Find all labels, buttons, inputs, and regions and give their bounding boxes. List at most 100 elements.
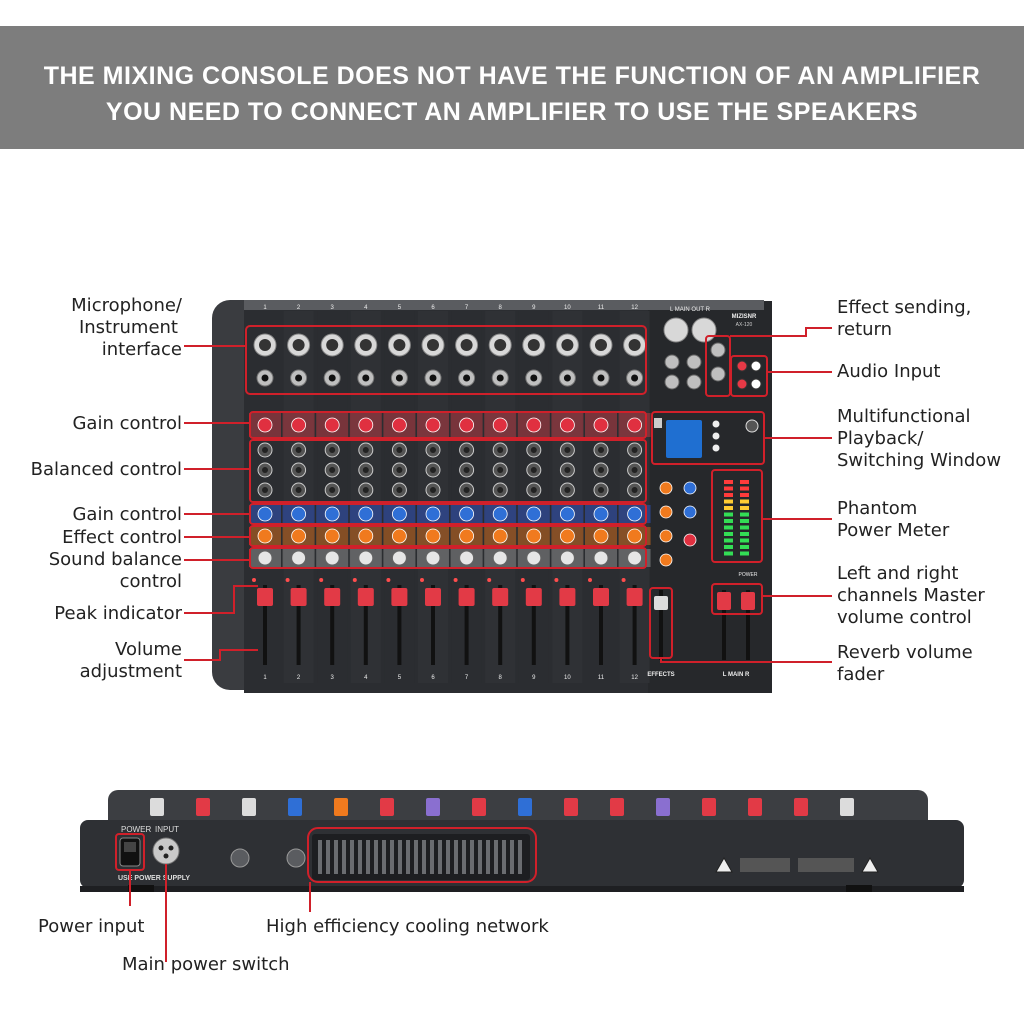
pan-knob[interactable]	[324, 550, 340, 566]
media-button[interactable]	[712, 432, 720, 440]
gain-knob[interactable]	[291, 417, 307, 433]
fx-knob[interactable]	[526, 528, 542, 544]
fader-cap[interactable]	[626, 588, 643, 606]
gain-knob[interactable]	[492, 417, 508, 433]
fader-cap[interactable]	[290, 588, 307, 606]
aux-knob[interactable]	[257, 506, 273, 522]
aux-knob[interactable]	[593, 506, 609, 522]
main-out-right-jack[interactable]	[691, 317, 717, 343]
pan-knob[interactable]	[358, 550, 374, 566]
gain-knob[interactable]	[358, 417, 374, 433]
label-reverb-line2: fader	[837, 664, 885, 685]
master-knob[interactable]	[659, 481, 673, 495]
fader-cap[interactable]	[559, 588, 576, 606]
gain-knob[interactable]	[627, 417, 642, 433]
fx-knob[interactable]	[358, 528, 374, 544]
label-mic-line1: Microphone/	[71, 295, 182, 316]
aux-knob[interactable]	[391, 506, 407, 522]
aux-knob[interactable]	[627, 506, 642, 522]
aux-knob[interactable]	[459, 506, 475, 522]
fx-knob[interactable]	[459, 528, 475, 544]
fx-knob[interactable]	[492, 528, 508, 544]
main-out-left-jack[interactable]	[663, 317, 689, 343]
media-button[interactable]	[712, 444, 720, 452]
pan-knob[interactable]	[526, 550, 542, 566]
fader-cap[interactable]	[593, 588, 609, 606]
pan-knob[interactable]	[291, 550, 307, 566]
rca-jack[interactable]	[750, 360, 762, 372]
fader-cap[interactable]	[324, 588, 341, 606]
balanced-output-jack[interactable]	[230, 848, 250, 868]
fx-knob[interactable]	[425, 528, 441, 544]
pan-knob[interactable]	[391, 550, 407, 566]
fader-cap[interactable]	[357, 588, 374, 606]
aux-knob[interactable]	[425, 506, 441, 522]
master-knob[interactable]	[683, 481, 697, 495]
fx-knob[interactable]	[257, 528, 273, 544]
gain-knob[interactable]	[560, 417, 575, 433]
jack[interactable]	[664, 374, 680, 390]
aux-knob[interactable]	[324, 506, 340, 522]
fader-cap[interactable]	[257, 588, 273, 606]
label-gain-control-2: Gain control	[72, 504, 182, 525]
aux-knob[interactable]	[526, 506, 542, 522]
media-button[interactable]	[712, 420, 720, 428]
fader-cap[interactable]	[458, 588, 475, 606]
fx-knob[interactable]	[627, 528, 642, 544]
callout-balanced-box	[249, 439, 647, 503]
fx-knob[interactable]	[291, 528, 307, 544]
balanced-input-jack[interactable]	[286, 848, 306, 868]
vent-slot	[510, 840, 514, 874]
main-fader-cap[interactable]	[741, 592, 755, 610]
aux-knob[interactable]	[291, 506, 307, 522]
pan-knob[interactable]	[459, 550, 475, 566]
fx-knob[interactable]	[391, 528, 407, 544]
jack[interactable]	[664, 354, 680, 370]
rca-jack[interactable]	[750, 378, 762, 390]
master-knob[interactable]	[659, 529, 673, 543]
jack[interactable]	[686, 354, 702, 370]
gain-knob[interactable]	[324, 417, 340, 433]
gain-knob[interactable]	[391, 417, 407, 433]
master-knob[interactable]	[683, 505, 697, 519]
pan-knob[interactable]	[492, 550, 508, 566]
power-input-socket[interactable]	[152, 837, 180, 865]
gain-knob[interactable]	[593, 417, 609, 433]
master-knob[interactable]	[683, 533, 697, 547]
master-knob[interactable]	[659, 505, 673, 519]
fader-cap[interactable]	[391, 588, 408, 606]
gain-knob[interactable]	[459, 417, 475, 433]
jack[interactable]	[710, 342, 726, 358]
pan-knob[interactable]	[627, 550, 643, 566]
aux-knob[interactable]	[560, 506, 575, 522]
fx-knob[interactable]	[324, 528, 340, 544]
jack[interactable]	[686, 374, 702, 390]
gain-knob[interactable]	[257, 417, 273, 433]
usb-port[interactable]	[654, 418, 662, 428]
rca-jack[interactable]	[736, 378, 748, 390]
aux-knob[interactable]	[492, 506, 508, 522]
effects-fader-cap[interactable]	[654, 596, 668, 610]
rca-jack[interactable]	[736, 360, 748, 372]
master-knob[interactable]	[659, 553, 673, 567]
pan-knob[interactable]	[425, 550, 441, 566]
fx-knob[interactable]	[593, 528, 609, 544]
jack[interactable]	[710, 366, 726, 382]
meter-led-left	[724, 493, 733, 497]
gain-knob[interactable]	[425, 417, 441, 433]
fader-cap[interactable]	[425, 588, 441, 606]
input-text: INPUT	[155, 825, 179, 834]
xlr-center	[595, 339, 607, 351]
pan-knob[interactable]	[257, 550, 273, 566]
fx-knob[interactable]	[560, 528, 575, 544]
pan-knob[interactable]	[593, 550, 609, 566]
gain-knob[interactable]	[526, 417, 542, 433]
aux-knob[interactable]	[358, 506, 374, 522]
pan-knob[interactable]	[559, 550, 575, 566]
channel-number-top: 6	[431, 305, 435, 311]
main-fader-cap[interactable]	[717, 592, 731, 610]
fader-cap[interactable]	[525, 588, 542, 606]
fader-cap[interactable]	[492, 588, 509, 606]
media-volume-knob[interactable]	[745, 419, 759, 433]
